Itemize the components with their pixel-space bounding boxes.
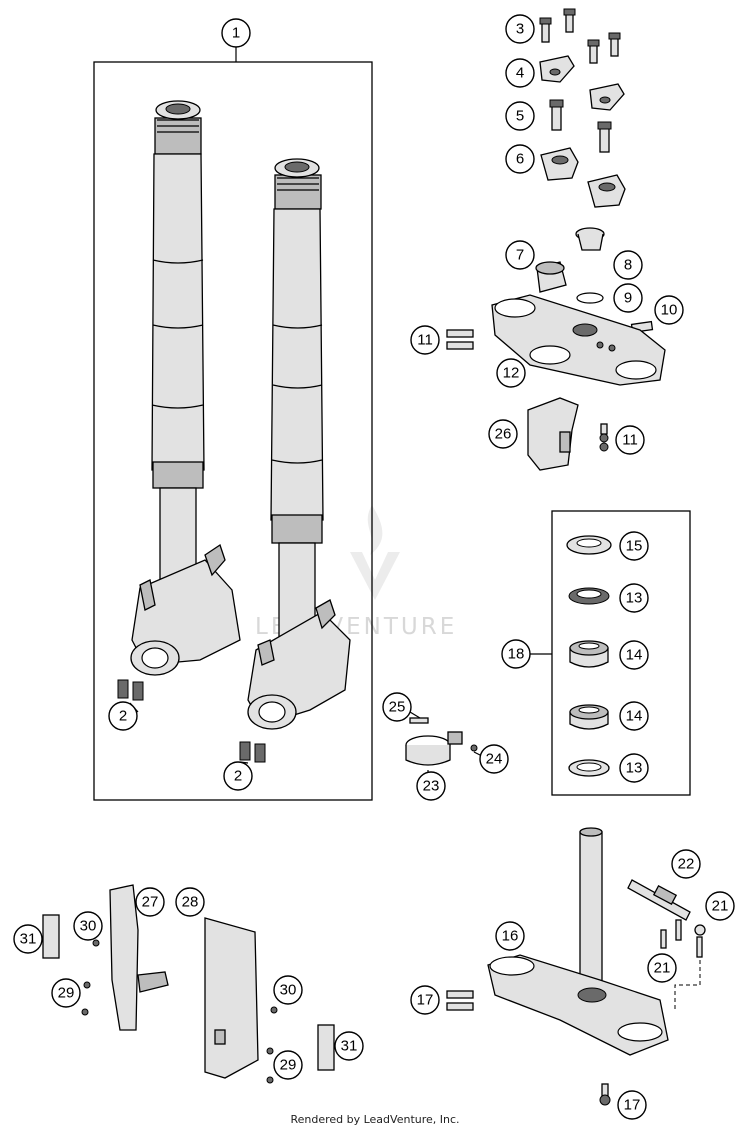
callout-17: 17 <box>617 1090 647 1120</box>
callout-2: 2 <box>108 701 138 731</box>
callout-18: 18 <box>501 639 531 669</box>
svg-text:18: 18 <box>508 646 525 663</box>
callout-5: 5 <box>505 101 535 131</box>
callout-11: 11 <box>410 325 440 355</box>
svg-text:29: 29 <box>58 985 75 1002</box>
callout-16: 16 <box>495 921 525 951</box>
svg-text:17: 17 <box>624 1097 641 1114</box>
svg-text:10: 10 <box>661 302 678 319</box>
callout-29: 29 <box>273 1050 303 1080</box>
svg-text:5: 5 <box>516 108 524 125</box>
callout-25: 25 <box>382 692 412 722</box>
callouts: 1 2 2 3 4 5 6 7 8 9 10 11 11 12 26 15 13… <box>13 14 735 1120</box>
callout-4: 4 <box>505 58 535 88</box>
svg-text:2: 2 <box>119 708 127 725</box>
svg-text:14: 14 <box>626 708 643 725</box>
callout-17: 17 <box>410 985 440 1015</box>
callout-7: 7 <box>505 240 535 270</box>
svg-text:22: 22 <box>678 856 695 873</box>
callout-1: 1 <box>221 18 251 48</box>
callout-9: 9 <box>613 283 643 313</box>
svg-text:27: 27 <box>142 894 159 911</box>
svg-text:13: 13 <box>626 590 643 607</box>
left-fork-leg <box>117 100 241 701</box>
callout-27: 27 <box>135 887 165 917</box>
svg-text:11: 11 <box>622 432 638 449</box>
svg-text:2: 2 <box>234 768 242 785</box>
svg-text:21: 21 <box>654 960 671 977</box>
callout-15: 15 <box>619 531 649 561</box>
callout-22: 22 <box>671 849 701 879</box>
callout-11: 11 <box>615 425 645 455</box>
svg-text:17: 17 <box>417 992 434 1009</box>
svg-text:30: 30 <box>80 918 97 935</box>
callout-12: 12 <box>496 358 526 388</box>
svg-text:26: 26 <box>495 426 512 443</box>
callout-30: 30 <box>73 911 103 941</box>
callout-6: 6 <box>505 144 535 174</box>
callout-2: 2 <box>223 761 253 791</box>
svg-text:28: 28 <box>182 894 199 911</box>
svg-text:25: 25 <box>389 699 406 716</box>
svg-text:9: 9 <box>624 290 632 307</box>
svg-text:21: 21 <box>712 898 729 915</box>
fork-assembly <box>93 47 373 801</box>
svg-text:8: 8 <box>624 257 632 274</box>
callout-21: 21 <box>647 953 677 983</box>
callout-13: 13 <box>619 583 649 613</box>
svg-text:1: 1 <box>232 25 240 42</box>
footer-credit: Rendered by LeadVenture, Inc. <box>290 1113 460 1126</box>
svg-text:7: 7 <box>516 247 524 264</box>
callout-28: 28 <box>175 887 205 917</box>
svg-text:6: 6 <box>516 151 524 168</box>
callout-26: 26 <box>488 419 518 449</box>
callout-3: 3 <box>505 14 535 44</box>
upper-triple-clamp <box>446 227 666 471</box>
callout-30: 30 <box>273 975 303 1005</box>
svg-text:31: 31 <box>341 1038 358 1055</box>
svg-text:3: 3 <box>516 21 524 38</box>
callout-24: 24 <box>479 744 509 774</box>
clamp-ring <box>405 717 478 766</box>
right-fork-leg <box>239 158 351 763</box>
callout-29: 29 <box>51 978 81 1008</box>
callout-23: 23 <box>416 771 446 801</box>
svg-text:11: 11 <box>417 332 433 349</box>
callout-13: 13 <box>619 753 649 783</box>
callout-31: 31 <box>334 1031 364 1061</box>
callout-31: 31 <box>13 924 43 954</box>
svg-text:24: 24 <box>486 751 503 768</box>
svg-text:13: 13 <box>626 760 643 777</box>
fork-assembly-box <box>93 61 373 801</box>
svg-text:30: 30 <box>280 982 297 999</box>
svg-text:4: 4 <box>516 65 524 82</box>
svg-text:29: 29 <box>280 1057 297 1074</box>
callout-14: 14 <box>619 701 649 731</box>
svg-text:31: 31 <box>20 931 37 948</box>
callout-10: 10 <box>654 295 684 325</box>
svg-text:23: 23 <box>423 778 440 795</box>
svg-text:16: 16 <box>502 928 519 945</box>
svg-text:15: 15 <box>626 538 643 555</box>
bearing-set-box <box>530 510 691 796</box>
callout-8: 8 <box>613 250 643 280</box>
callout-14: 14 <box>619 640 649 670</box>
lower-triple-clamp <box>446 827 706 1106</box>
fork-guards <box>42 884 335 1084</box>
svg-text:14: 14 <box>626 647 643 664</box>
callout-21: 21 <box>705 891 735 921</box>
svg-text:12: 12 <box>503 365 520 382</box>
handlebar-clamp-parts <box>539 8 626 208</box>
